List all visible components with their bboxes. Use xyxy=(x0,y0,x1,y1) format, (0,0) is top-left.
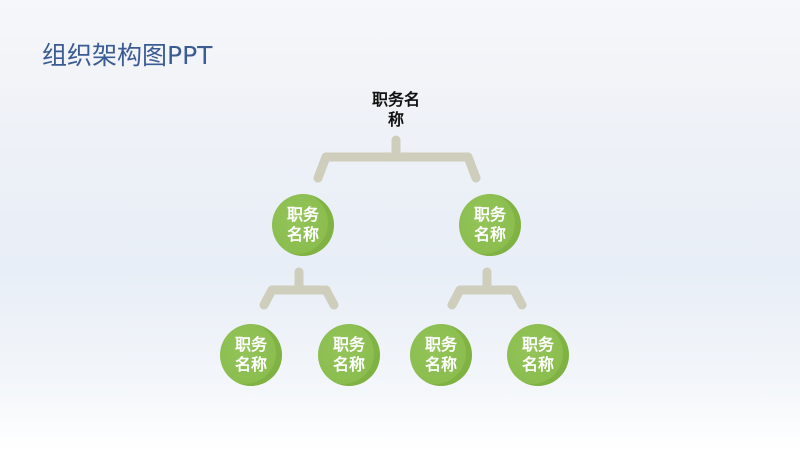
node-label-line1: 职务 xyxy=(234,335,267,354)
level2-node-left[interactable]: 职务 名称 xyxy=(272,194,334,256)
connector-right xyxy=(447,267,527,310)
root-node[interactable]: 职务名 称 xyxy=(356,90,436,130)
level3-node-3[interactable]: 职务 名称 xyxy=(410,324,472,386)
node-label-line2: 名称 xyxy=(234,355,267,374)
root-label-line1: 职务名 xyxy=(371,90,420,109)
node-label-line1: 职务 xyxy=(473,205,506,224)
node-label-line2: 名称 xyxy=(521,355,554,374)
level3-node-1[interactable]: 职务 名称 xyxy=(220,324,282,386)
node-label-line2: 名称 xyxy=(286,225,319,244)
node-label-line2: 名称 xyxy=(332,355,365,374)
level3-node-2[interactable]: 职务 名称 xyxy=(318,324,380,386)
root-label-line2: 称 xyxy=(387,110,404,129)
node-label-line1: 职务 xyxy=(424,335,457,354)
level2-node-right[interactable]: 职务 名称 xyxy=(459,194,521,256)
level3-node-4[interactable]: 职务 名称 xyxy=(507,324,569,386)
node-label-line1: 职务 xyxy=(332,335,365,354)
node-label-line2: 名称 xyxy=(424,355,457,374)
node-label-line1: 职务 xyxy=(286,205,319,224)
connector-root xyxy=(313,135,481,183)
connector-left xyxy=(259,267,339,310)
node-label-line1: 职务 xyxy=(521,335,554,354)
node-label-line2: 名称 xyxy=(473,225,506,244)
slide-title: 组织架构图PPT xyxy=(42,41,213,70)
